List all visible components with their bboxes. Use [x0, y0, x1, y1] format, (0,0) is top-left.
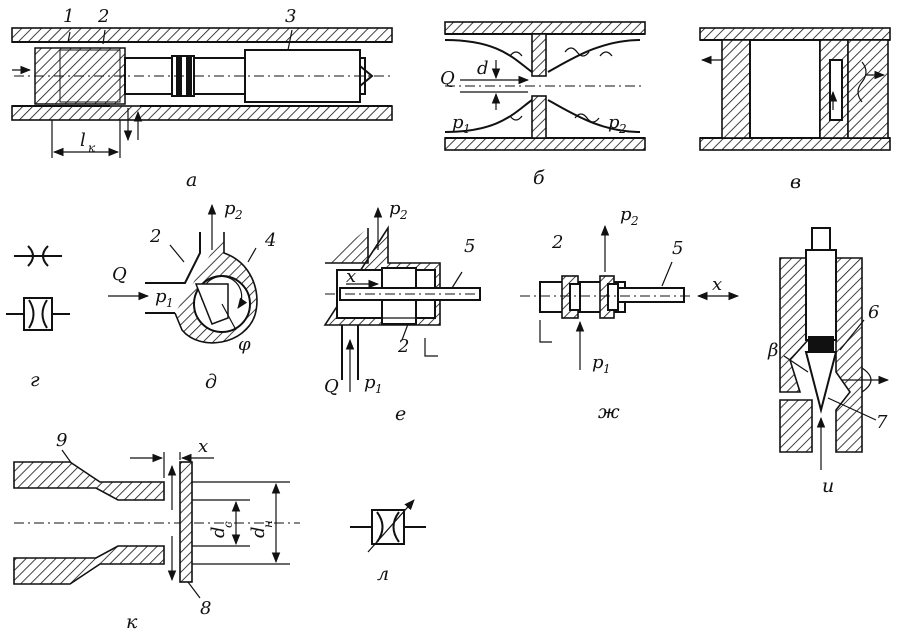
panel-v-vortex-throttle: в — [699, 27, 891, 193]
panel-d-p1: p — [155, 286, 167, 307]
panel-label-i: и — [822, 475, 834, 497]
panel-b-gap-d: d — [477, 58, 489, 79]
throttle-box-symbol — [23, 297, 53, 331]
panel-zh-p1: p — [592, 352, 604, 373]
panel-d-p2: p — [224, 198, 236, 219]
panel-a-dimension-l: l — [80, 130, 86, 151]
panel-e-p2-sub: 2 — [399, 208, 408, 222]
panel-e-p1: p — [364, 372, 376, 393]
panel-d-p2-sub: 2 — [234, 208, 243, 222]
panel-e-flow-q: Q — [324, 376, 339, 397]
panel-d-number-2: 2 — [149, 226, 161, 247]
panel-k-dn-sub: н — [261, 520, 275, 528]
orifice-plate-bottom — [531, 95, 547, 139]
flapper-plate — [179, 461, 193, 583]
panel-label-a: а — [186, 169, 197, 191]
two-stage-rod — [611, 287, 685, 303]
panel-i-number-6: 6 — [868, 302, 879, 323]
panel-b-orifice-throttle: Q d p 1 p 2 б — [440, 21, 646, 189]
panel-a-dimension-sub: к — [88, 141, 96, 155]
panel-zh-p2: p — [620, 204, 632, 225]
panel-a-number-2: 2 — [97, 6, 109, 27]
panel-zh-number-2: 2 — [551, 232, 563, 253]
panel-label-zh: ж — [598, 401, 620, 423]
panel-d-p1-sub: 1 — [166, 296, 174, 310]
panel-e-number-2: 2 — [397, 336, 409, 357]
panel-b-p1-sub: 1 — [463, 122, 471, 136]
panel-k-number-9: 9 — [56, 430, 67, 451]
panel-e-disp-x: x — [346, 266, 356, 287]
panel-e-p1-sub: 1 — [375, 382, 383, 396]
panel-zh-p1-sub: 1 — [603, 362, 611, 376]
adjustable-throttle-symbol — [371, 509, 405, 545]
panel-b-p2: p — [608, 112, 620, 133]
panel-a-screw-throttle: 1 2 3 l к а — [11, 6, 393, 191]
panel-label-g: г — [30, 369, 40, 391]
panel-e-number-5: 5 — [464, 236, 475, 257]
panel-d-flow-q: Q — [112, 264, 127, 285]
panel-zh-p2-sub: 2 — [630, 214, 639, 228]
panel-b-flow-q: Q — [440, 68, 455, 89]
orifice-plate-top — [531, 33, 547, 77]
panel-zh-disp-x: x — [712, 274, 722, 295]
needle-cone — [804, 351, 838, 414]
needle-stem — [805, 249, 837, 341]
panel-label-e: е — [395, 403, 406, 425]
panel-e-spool-throttle: p 2 5 x 2 Q p 1 е — [323, 198, 482, 425]
panel-b-p1: p — [452, 112, 464, 133]
panel-g-throttle-symbols: г — [6, 245, 70, 391]
vortex-chamber — [749, 39, 821, 139]
panel-d-angle-phi: φ — [238, 334, 251, 355]
panel-i-angle-beta: β — [767, 340, 778, 361]
panel-d-rotary-throttle: 2 4 Q p 1 p 2 φ д — [108, 198, 276, 393]
panel-e-p2: p — [389, 198, 401, 219]
panel-l-adjustable-throttle-symbol: л — [350, 499, 426, 585]
panel-zh-number-5: 5 — [672, 238, 683, 259]
panel-a-number-1: 1 — [63, 6, 74, 27]
panel-k-dc: d — [208, 526, 229, 538]
panel-i-needle-throttle: 6 β 7 и — [767, 227, 890, 497]
panel-zh-two-stage-throttle: 2 p 2 5 x p 1 ж — [520, 204, 740, 423]
panel-label-l: л — [377, 563, 389, 585]
panel-a-number-3: 3 — [285, 6, 296, 27]
panel-k-dc-sub: с — [221, 521, 235, 528]
panel-d-number-4: 4 — [264, 230, 276, 251]
panel-label-d: д — [205, 371, 217, 393]
panel-b-p2-sub: 2 — [618, 122, 627, 136]
panel-k-disp-x: x — [198, 436, 208, 457]
panel-i-number-7: 7 — [876, 412, 888, 433]
panel-k-dn: d — [248, 526, 269, 538]
panel-label-k: к — [126, 611, 138, 631]
panel-k-number-8: 8 — [200, 598, 211, 619]
panel-label-v: в — [790, 171, 801, 193]
panel-label-b: б — [533, 167, 545, 189]
panel-k-nozzle-flapper: 9 x d с d н 8 к — [13, 430, 300, 633]
